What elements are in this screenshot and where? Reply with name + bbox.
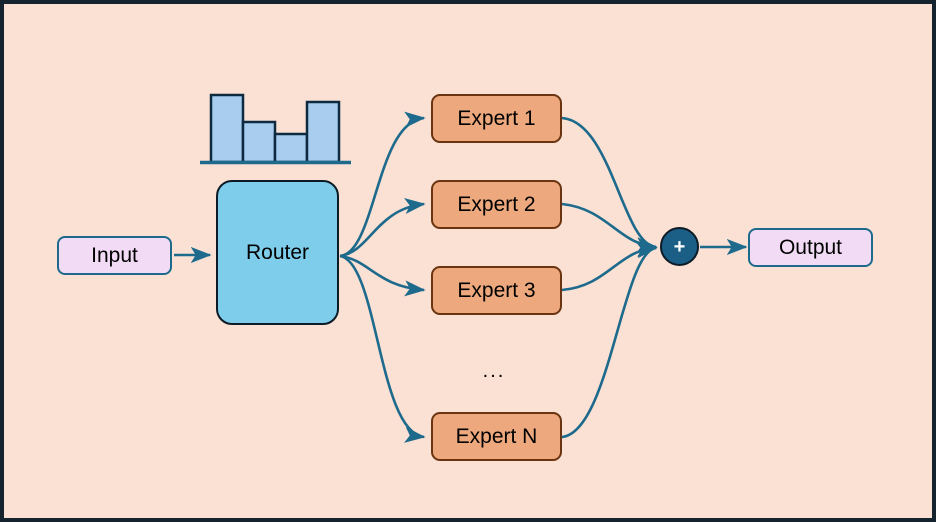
expert-label: Expert N: [455, 425, 538, 448]
expert-label: Expert 2: [457, 193, 536, 216]
output-node[interactable]: Output: [748, 228, 873, 267]
input-label: Input: [91, 244, 138, 267]
ellipsis-label: ...: [482, 360, 506, 382]
edge-router-to-expert-2: [339, 197, 426, 258]
edge-router-to-expert-3: [339, 254, 426, 297]
edge-expert-1-to-sum: [561, 116, 658, 254]
router-label: Router: [245, 241, 310, 264]
expert-node-1[interactable]: Expert 1: [431, 94, 562, 143]
combine-sum-node[interactable]: +: [660, 227, 699, 266]
edge-router-to-expert-n: [339, 254, 426, 443]
expert-node-2[interactable]: Expert 2: [431, 180, 562, 229]
edge-expert-2-to-sum: [561, 202, 658, 254]
edge-expert-3-to-sum: [561, 240, 658, 292]
expert-node-3[interactable]: Expert 3: [431, 266, 562, 315]
expert-label: Expert 3: [457, 279, 536, 302]
expert-node-n[interactable]: Expert N: [431, 412, 562, 461]
histogram-bar: [209, 93, 245, 164]
router-node[interactable]: Router: [216, 180, 339, 325]
histogram-bar: [273, 132, 309, 164]
input-node[interactable]: Input: [57, 236, 172, 275]
expert-label: Expert 1: [457, 107, 536, 130]
edge-expert-n-to-sum: [561, 242, 658, 439]
histogram-bar: [241, 120, 277, 164]
router-gate-histogram: [200, 93, 351, 165]
plus-icon: +: [673, 235, 686, 258]
histogram-bar: [305, 100, 341, 164]
experts-ellipsis: ...: [469, 359, 519, 383]
output-label: Output: [778, 236, 843, 259]
